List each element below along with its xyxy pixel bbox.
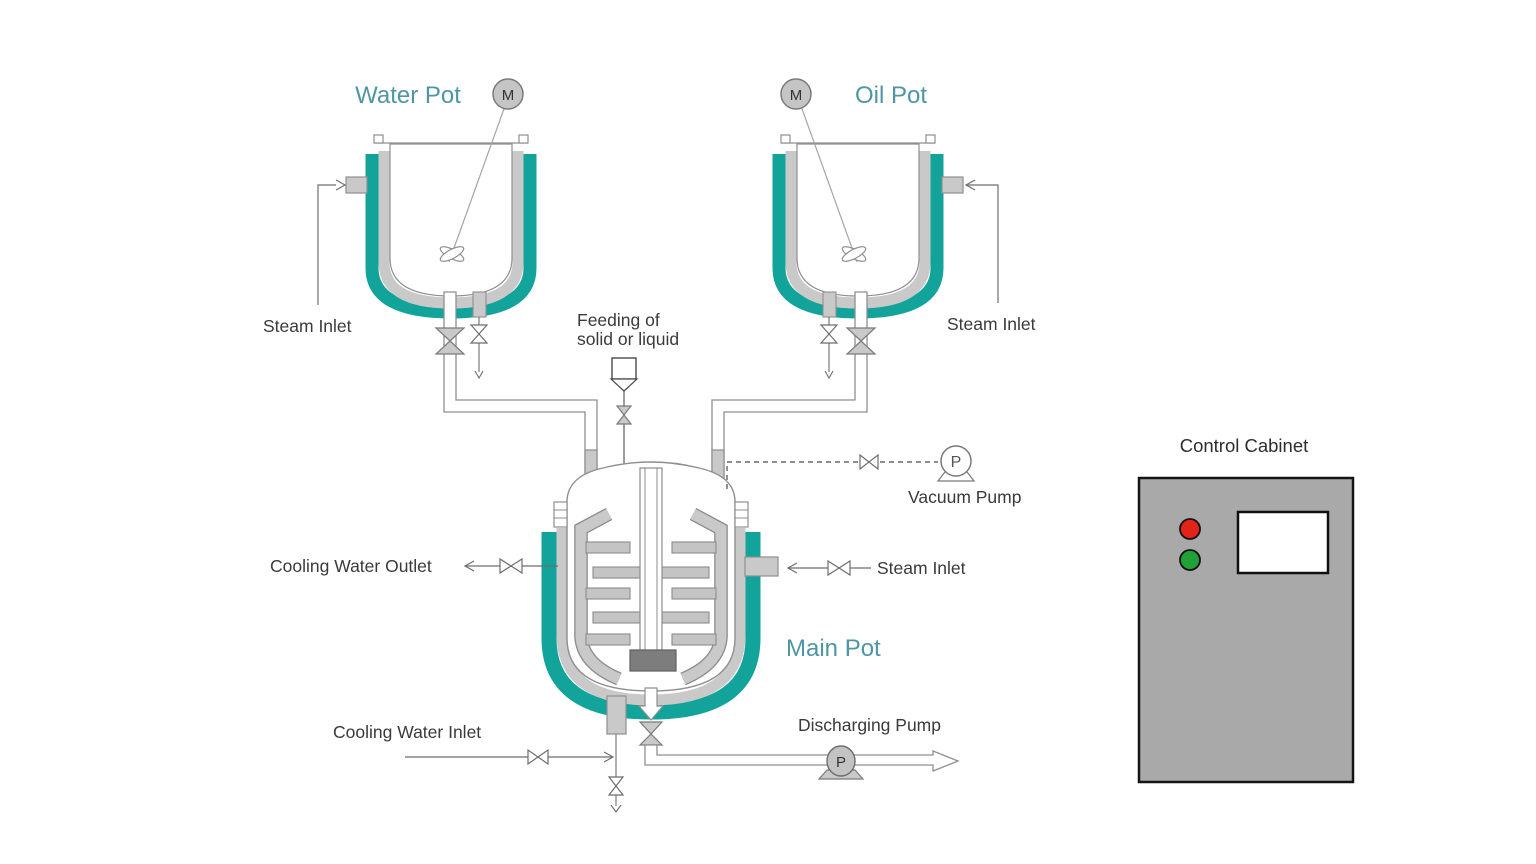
- vacuum-pump-symbol: P: [951, 454, 962, 471]
- arrow-down-icon: [824, 370, 834, 380]
- feeding-label-line1: Feeding of: [577, 310, 660, 330]
- indicator-light-green: [1179, 549, 1201, 571]
- water-steam-inlet-label: Steam Inlet: [263, 316, 352, 336]
- feeding-line: Feeding of solid or liquid: [577, 310, 679, 500]
- oil-pot-motor-symbol: M: [790, 87, 803, 104]
- feeding-valve-icon: [615, 405, 633, 425]
- oil-pot: M Oil Pot: [772, 78, 964, 319]
- oil-transfer-pipe: [703, 291, 877, 515]
- discharge-pipe: [644, 744, 960, 772]
- cooling-water-inlet-line: Cooling Water Inlet: [333, 722, 615, 766]
- main-pot-label: Main Pot: [786, 635, 881, 662]
- water-pot-rim-tab-left: [373, 134, 384, 144]
- water-pot: M Water Pot: [345, 78, 537, 319]
- oil-pot-rim-tab-left: [780, 134, 791, 144]
- scraper-finger: [671, 587, 717, 600]
- oil-drain-line: [819, 291, 839, 380]
- oil-outlet-valve-icon: [845, 327, 877, 355]
- water-drain-nozzle: [472, 291, 487, 318]
- scraper-finger: [671, 633, 717, 646]
- main-drain-valve-icon: [607, 776, 625, 796]
- vacuum-valve-icon: [859, 453, 879, 471]
- arrow-down-icon: [610, 804, 622, 813]
- water-steam-inlet-line: Steam Inlet: [263, 179, 352, 336]
- oil-pot-label: Oil Pot: [855, 82, 927, 109]
- water-pot-motor-symbol: M: [502, 87, 515, 104]
- feeding-funnel-icon: [609, 378, 639, 392]
- oil-pot-agitator-shaft: [800, 105, 858, 263]
- cooling-water-outlet-label: Cooling Water Outlet: [270, 556, 432, 576]
- feeding-hopper-icon: [611, 357, 637, 380]
- scraper-arm-right: [680, 509, 727, 685]
- feeding-label-line2: solid or liquid: [577, 329, 679, 349]
- water-pot-agitator-shaft: [448, 105, 506, 263]
- indicator-light-red: [1179, 518, 1201, 540]
- main-steam-inlet-line: Steam Inlet: [786, 558, 966, 578]
- main-pot-drain-line: [607, 734, 625, 813]
- discharge-outlet-arrow: [637, 687, 665, 721]
- oil-steam-inlet-label: Steam Inlet: [947, 314, 1036, 334]
- homogenizer-head: [629, 649, 677, 672]
- control-cabinet-screen: [1236, 510, 1330, 575]
- control-cabinet-label: Control Cabinet: [1180, 435, 1309, 456]
- cooling-water-outlet-line: Cooling Water Outlet: [270, 556, 558, 576]
- water-pot-steam-nozzle: [345, 176, 368, 194]
- oil-pot-rim-tab-right: [925, 134, 936, 144]
- oil-steam-inlet-line: Steam Inlet: [947, 179, 1036, 334]
- scraper-finger: [585, 633, 631, 646]
- vacuum-line: P Vacuum Pump: [726, 445, 1021, 507]
- scraper-arm-left: [575, 509, 622, 685]
- main-steam-inlet-label: Steam Inlet: [877, 558, 966, 578]
- oil-pot-motor-icon: [780, 78, 812, 110]
- cooling-inlet-valve-icon: [527, 748, 549, 766]
- scraper-finger: [585, 587, 631, 600]
- arrow-left-icon: [964, 179, 976, 191]
- arrow-right-icon: [335, 179, 347, 191]
- water-pot-rim-tab-right: [518, 134, 529, 144]
- water-outlet-valve-icon: [434, 327, 466, 355]
- main-pot: Main Pot: [541, 461, 881, 735]
- discharge-valve-icon: [638, 721, 664, 746]
- cooling-water-inlet-label: Cooling Water Inlet: [333, 722, 481, 742]
- vacuum-pump-icon: [940, 445, 972, 477]
- oil-pot-steam-nozzle: [941, 176, 964, 194]
- main-pot-cooling-nozzle: [606, 695, 627, 735]
- water-pot-motor-icon: [492, 78, 524, 110]
- oil-drain-nozzle: [822, 291, 837, 318]
- arrow-left-icon: [463, 560, 475, 572]
- scraper-finger: [585, 541, 631, 554]
- oil-pot-propeller-icon: [841, 246, 867, 262]
- cooling-outlet-valve-icon: [499, 557, 523, 575]
- arrow-right-icon: [603, 751, 615, 763]
- discharging-pump-symbol: P: [836, 754, 846, 771]
- discharging-pump-label: Discharging Pump: [798, 715, 941, 735]
- discharging-pump-icon: [826, 745, 856, 777]
- water-pot-propeller-icon: [439, 246, 465, 262]
- water-pot-label: Water Pot: [355, 82, 461, 109]
- main-pot-scraper-agitator: [574, 467, 728, 686]
- vacuum-pump-label: Vacuum Pump: [908, 487, 1021, 507]
- control-cabinet: Control Cabinet: [1137, 435, 1355, 784]
- main-pot-steam-nozzle: [744, 556, 779, 577]
- main-steam-valve-icon: [827, 559, 851, 577]
- water-drain-line: [469, 291, 489, 380]
- discharge-line: P Discharging Pump: [637, 687, 960, 780]
- water-pot-interior: [389, 143, 513, 297]
- main-pot-dome-flange-right: [734, 501, 749, 528]
- scraper-finger: [671, 541, 717, 554]
- arrow-left-icon: [786, 562, 798, 574]
- water-drain-valve-icon: [469, 324, 489, 344]
- central-shaft: [639, 467, 663, 653]
- arrow-down-icon: [474, 370, 484, 380]
- oil-drain-valve-icon: [819, 324, 839, 344]
- main-pot-dome-flange-left: [553, 501, 568, 528]
- oil-pot-interior: [796, 143, 920, 297]
